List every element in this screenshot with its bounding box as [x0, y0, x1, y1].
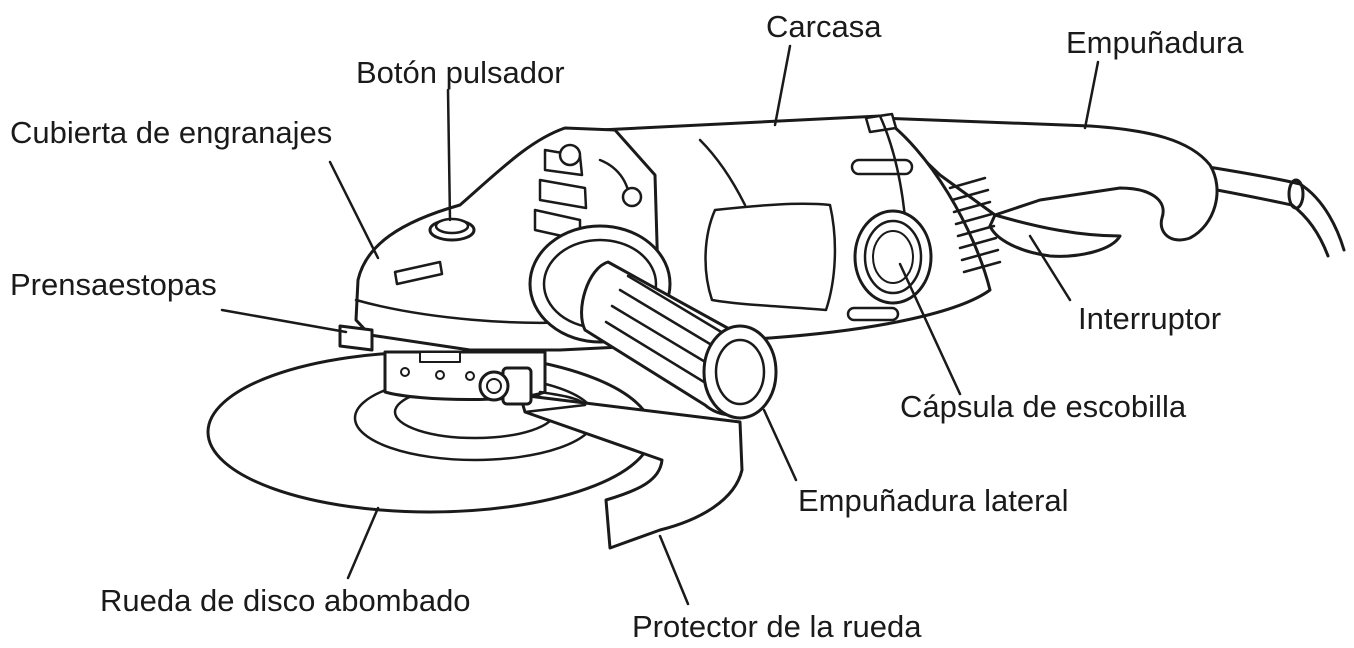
leader-lines	[220, 44, 1100, 606]
label-rueda-disco: Rueda de disco abombado	[100, 583, 471, 618]
leader-boton	[446, 88, 452, 222]
label-carcasa: Carcasa	[766, 9, 882, 44]
label-boton-pulsador: Botón pulsador	[356, 55, 565, 90]
leader-empunadura	[1083, 60, 1100, 130]
leader-lateral	[762, 408, 798, 482]
leader-cubierta	[328, 160, 380, 260]
label-cubierta-engranajes: Cubierta de engranajes	[10, 115, 333, 150]
leader-protector	[658, 534, 690, 606]
label-prensaestopas: Prensaestopas	[10, 267, 217, 302]
spindle-lock-button	[428, 217, 476, 242]
label-empunadura-lateral: Empuñadura lateral	[798, 483, 1069, 518]
spindle-seal	[338, 324, 374, 352]
label-protector-rueda: Protector de la rueda	[632, 609, 922, 644]
label-capsula-escobilla: Cápsula de escobilla	[900, 389, 1187, 424]
trigger-switch	[988, 213, 1122, 258]
leader-prensa	[220, 308, 348, 334]
leader-capsula	[898, 262, 962, 396]
leader-interruptor	[1028, 234, 1072, 302]
side-handle	[528, 224, 778, 420]
leader-carcasa	[773, 44, 792, 127]
rear-handle	[878, 116, 1219, 242]
brush-cap	[853, 209, 933, 305]
power-cord	[1193, 163, 1346, 258]
leader-rueda	[346, 506, 380, 580]
wheel-guard	[478, 366, 744, 550]
label-interruptor: Interruptor	[1078, 301, 1222, 336]
label-empunadura: Empuñadura	[1066, 25, 1244, 60]
